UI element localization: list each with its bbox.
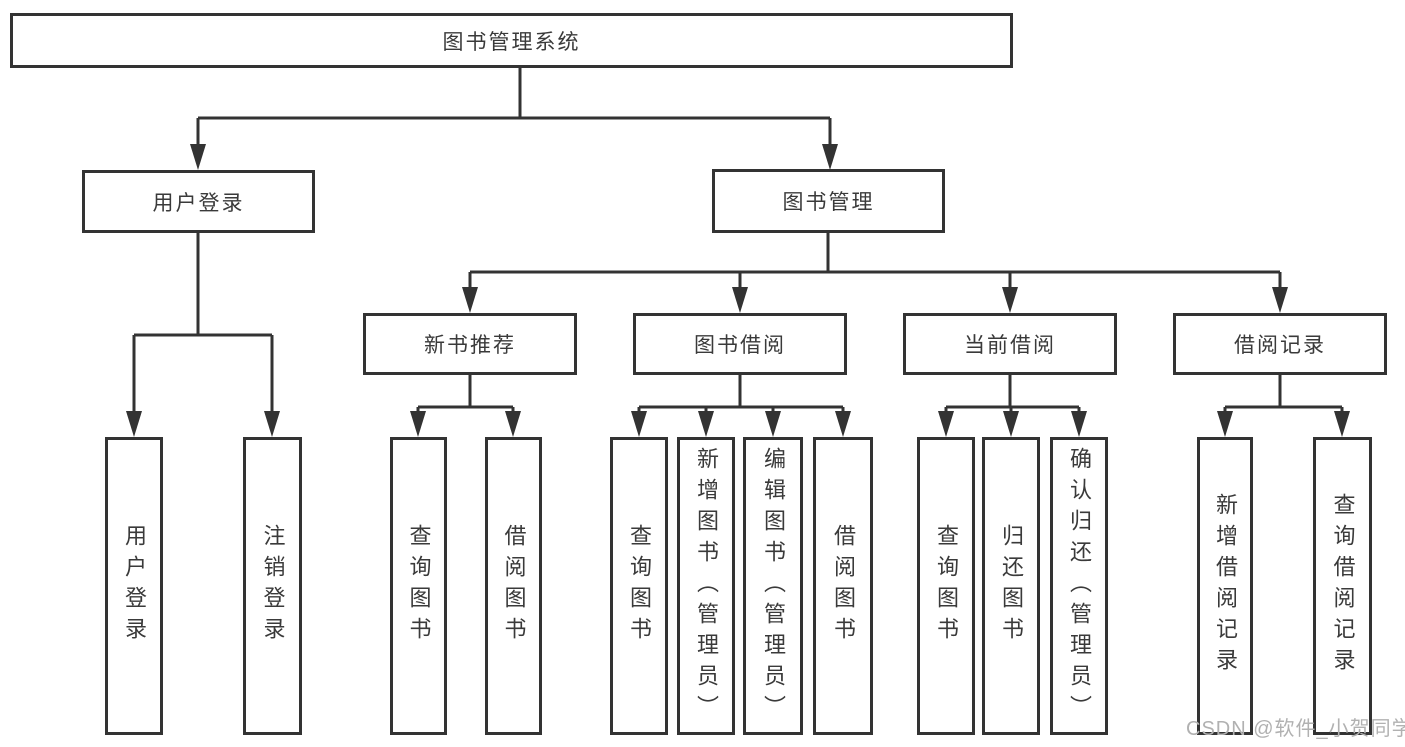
node-book-borrowing: 图书借阅: [633, 313, 847, 375]
node-label: 用户登录: [122, 524, 147, 648]
node-add-borrow-record: 新增借阅记录: [1197, 437, 1253, 735]
node-edit-books-admin: 编辑图书（管理员）: [743, 437, 803, 735]
node-label: 新增借阅记录: [1213, 493, 1238, 679]
csdn-watermark: CSDN @软件_小贺同学: [1186, 718, 1405, 740]
arrowheads: [126, 144, 1350, 437]
node-label: 查询借阅记录: [1330, 493, 1356, 679]
node-label: 归还图书: [999, 524, 1024, 648]
node-confirm-return-admin: 确认归还（管理员）: [1050, 437, 1108, 735]
node-borrowing-records: 借阅记录: [1173, 313, 1387, 375]
node-book-management: 图书管理: [712, 169, 945, 233]
node-label: 注销登录: [260, 524, 286, 648]
node-label: 新增图书（管理员）: [694, 446, 719, 726]
node-user-login-leaf: 用户登录: [105, 437, 163, 735]
node-current-borrowing: 当前借阅: [903, 313, 1117, 375]
node-label: 查询图书: [406, 524, 432, 648]
node-search-books-borrowing: 查询图书: [610, 437, 668, 735]
node-search-books-current: 查询图书: [917, 437, 975, 735]
node-label: 借阅图书: [831, 524, 856, 648]
node-label: 查询图书: [627, 524, 652, 648]
node-label: 确认归还（管理员）: [1067, 446, 1092, 726]
node-borrow-books-borrowing: 借阅图书: [813, 437, 873, 735]
node-return-books: 归还图书: [982, 437, 1040, 735]
node-logout: 注销登录: [243, 437, 302, 735]
node-new-book-recommendation: 新书推荐: [363, 313, 577, 375]
node-search-borrow-record: 查询借阅记录: [1313, 437, 1372, 735]
node-label: 借阅图书: [501, 524, 527, 648]
node-library-management-system: 图书管理系统: [10, 13, 1013, 68]
node-label: 查询图书: [934, 524, 959, 648]
node-label: 编辑图书（管理员）: [761, 446, 786, 726]
node-borrow-books-recommend: 借阅图书: [485, 437, 542, 735]
node-add-books-admin: 新增图书（管理员）: [677, 437, 735, 735]
node-user-login: 用户登录: [82, 170, 315, 233]
node-search-books-recommend: 查询图书: [390, 437, 447, 735]
